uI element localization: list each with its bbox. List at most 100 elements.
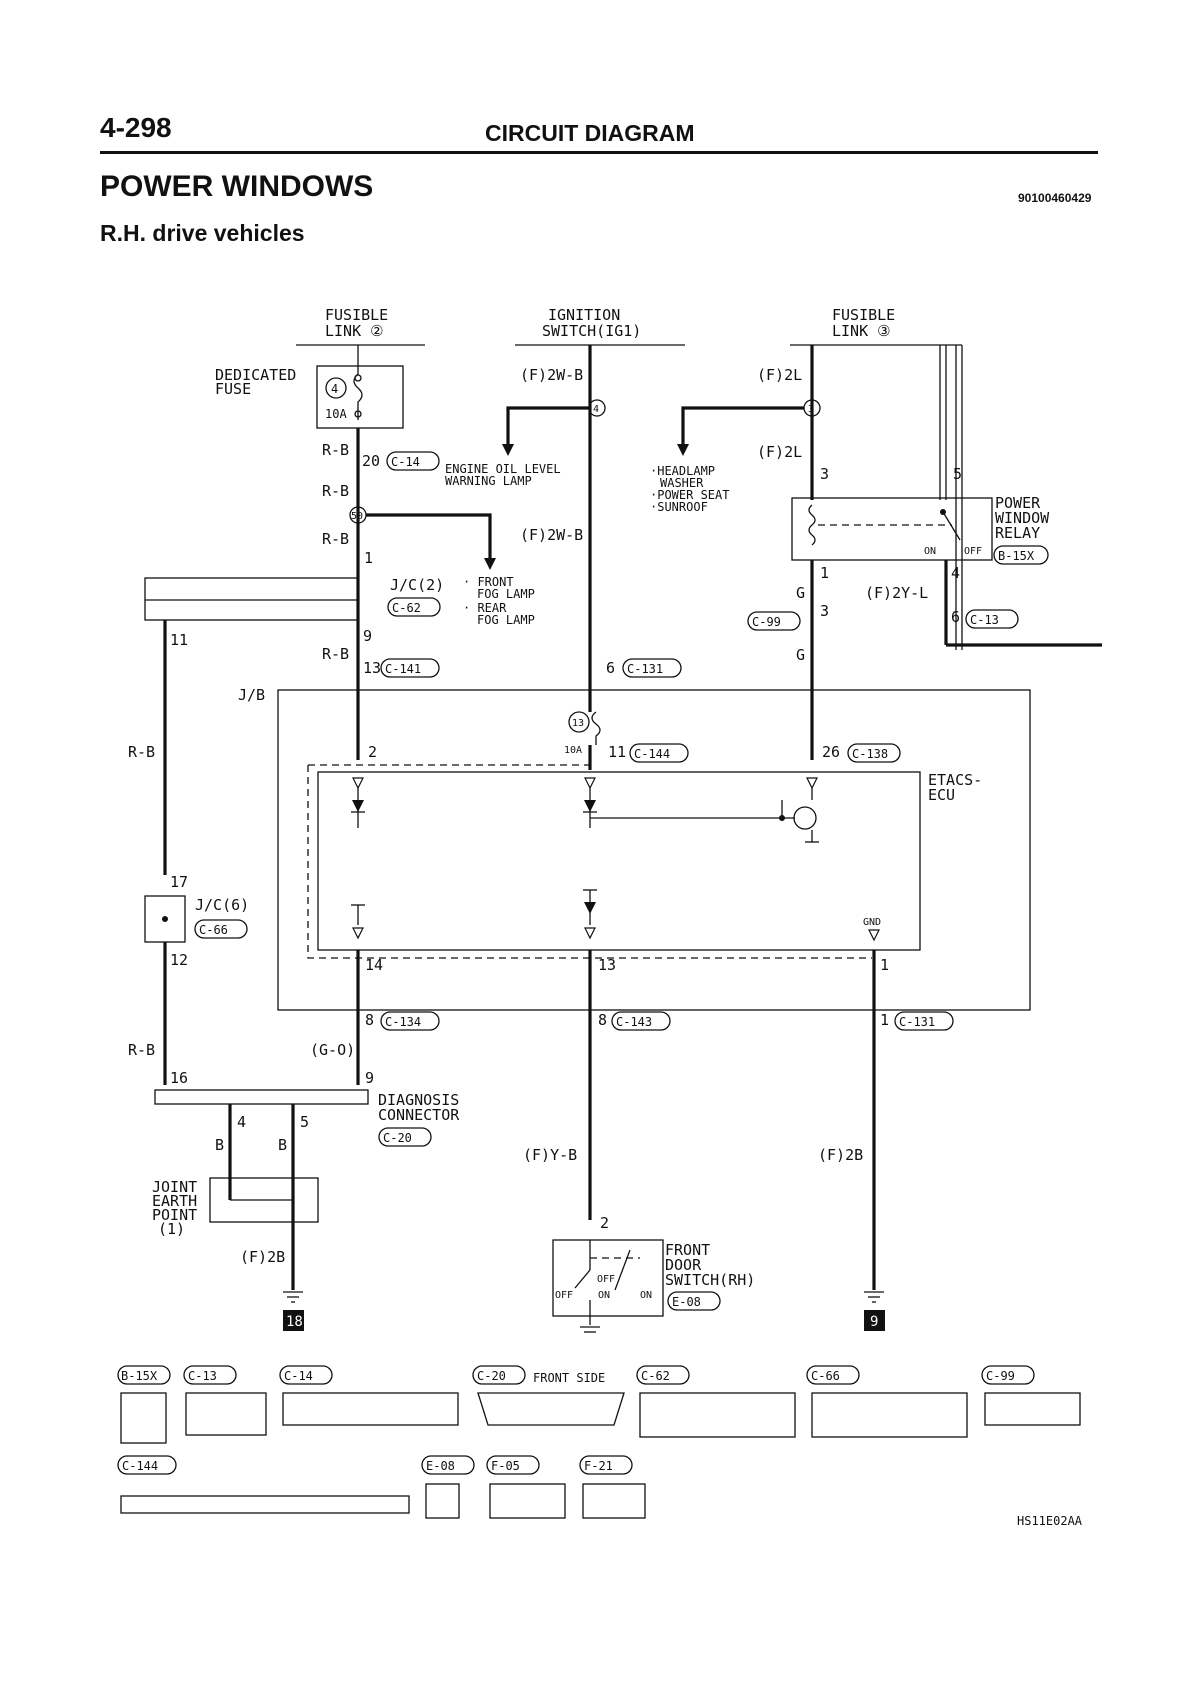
svg-text:13: 13 [598,956,616,974]
svg-text:J/C(2): J/C(2) [390,576,444,594]
svg-text:C-62: C-62 [641,1369,670,1383]
svg-text:10A: 10A [325,407,347,421]
svg-text:50: 50 [351,511,363,522]
svg-text:B-15X: B-15X [998,549,1035,563]
etacs-ecu: ETACS- ECU GN [307,764,982,959]
svg-text:·SUNROOF: ·SUNROOF [650,500,708,514]
svg-text:E-08: E-08 [672,1295,701,1309]
svg-text:(F)2W-B: (F)2W-B [520,366,583,384]
svg-text:9: 9 [365,1069,374,1087]
svg-text:C-131: C-131 [899,1015,935,1029]
svg-text:4: 4 [237,1113,246,1131]
svg-text:C-20: C-20 [383,1131,412,1145]
svg-text:8: 8 [598,1011,607,1029]
svg-text:C-99: C-99 [752,615,781,629]
svg-text:C-141: C-141 [385,662,421,676]
svg-text:C-62: C-62 [392,601,421,615]
svg-text:POINT: POINT [152,1206,197,1224]
svg-text:6: 6 [606,659,615,677]
svg-text:FUSIBLE: FUSIBLE [832,306,895,324]
fusible-link-3: FUSIBLE LINK ③ [790,306,962,346]
svg-text:R-B: R-B [322,645,349,663]
svg-text:R-B: R-B [128,743,155,761]
svg-text:4: 4 [331,382,338,396]
wire-engine-oil-branch [506,406,590,446]
svg-text:4: 4 [593,404,599,415]
svg-text:(F)2B: (F)2B [818,1146,863,1164]
svg-text:FUSIBLE: FUSIBLE [325,306,388,324]
svg-text:C-144: C-144 [634,747,670,761]
svg-text:1: 1 [820,564,829,582]
svg-text:SWITCH(IG1): SWITCH(IG1) [542,322,641,340]
svg-text:OFF: OFF [555,1290,573,1301]
svg-text:9: 9 [363,627,372,645]
diagnosis-connector: 4 5 B B DIAGNOSIS CONNECTOR C-20 [154,1089,460,1290]
svg-text:SWITCH(RH): SWITCH(RH) [665,1271,755,1289]
svg-text:B-15X: B-15X [121,1369,158,1383]
svg-text:F-21: F-21 [584,1459,613,1473]
svg-text:5: 5 [953,465,962,483]
svg-text:·POWER SEAT: ·POWER SEAT [650,488,729,502]
svg-text:3: 3 [820,602,829,620]
svg-text:POWER: POWER [995,494,1041,512]
svg-text:(F)2L: (F)2L [757,443,802,461]
svg-text:16: 16 [170,1069,188,1087]
svg-text:FOG LAMP: FOG LAMP [477,587,535,601]
junction-connector-6: J/C(6) C-66 [144,895,249,943]
svg-text:FRONT SIDE: FRONT SIDE [533,1371,605,1385]
svg-text:DOOR: DOOR [665,1256,702,1274]
document-code: 90100460429 [1018,191,1092,205]
svg-text:C-13: C-13 [970,613,999,627]
svg-text:B: B [215,1136,224,1154]
svg-text:9: 9 [870,1314,878,1330]
svg-text:(1): (1) [158,1220,185,1238]
svg-text:OFF: OFF [964,546,982,557]
svg-text:DIAGNOSIS: DIAGNOSIS [378,1091,459,1109]
svg-text:C-143: C-143 [616,1015,652,1029]
svg-text:R-B: R-B [322,441,349,459]
svg-text:1: 1 [880,956,889,974]
svg-text:JOINT: JOINT [152,1178,197,1196]
page-number: 4-298 [100,112,172,143]
connector-key: B-15X C-13 C-14 C-20 FRONT SIDE C-62 C-6… [117,1365,1081,1519]
svg-text:14: 14 [365,956,383,974]
svg-text:18: 18 [286,1314,303,1330]
svg-text:·HEADLAMP: ·HEADLAMP [650,464,715,478]
svg-text:ON: ON [598,1290,610,1301]
junction-block: J/B [238,686,1031,1011]
svg-text:· REAR: · REAR [463,601,507,615]
svg-text:(F)2Y-L: (F)2Y-L [865,584,928,602]
sub-title: R.H. drive vehicles [100,220,305,246]
svg-text:FOG LAMP: FOG LAMP [477,613,535,627]
svg-text:2: 2 [368,743,377,761]
svg-text:5: 5 [300,1113,309,1131]
svg-text:C-66: C-66 [811,1369,840,1383]
svg-text:13: 13 [572,718,584,729]
figure-code: HS11E02AA [1017,1514,1083,1528]
svg-text:J/B: J/B [238,686,265,704]
svg-text:(F)Y-B: (F)Y-B [523,1146,577,1164]
svg-text:12: 12 [170,951,188,969]
svg-text:C-134: C-134 [385,1015,421,1029]
svg-text:26: 26 [822,743,840,761]
svg-text:C-66: C-66 [199,923,228,937]
svg-text:4: 4 [951,564,960,582]
svg-text:G: G [796,646,805,664]
svg-text:(F)2L: (F)2L [757,366,802,384]
svg-text:J/C(6): J/C(6) [195,896,249,914]
svg-text:C-14: C-14 [391,455,420,469]
svg-text:3: 3 [820,465,829,483]
dedicated-fuse: DEDICATED FUSE 4 10A [215,345,404,429]
earth-symbol-right: 9 [864,1291,885,1331]
svg-text:C-99: C-99 [986,1369,1015,1383]
svg-text:C-20: C-20 [477,1369,506,1383]
svg-text:· FRONT: · FRONT [463,575,514,589]
svg-text:1: 1 [880,1011,889,1029]
svg-text:C-138: C-138 [852,747,888,761]
svg-text:ETACS-: ETACS- [928,771,982,789]
svg-text:6: 6 [951,608,960,626]
svg-text:C-14: C-14 [284,1369,313,1383]
svg-text:LINK ②: LINK ② [325,322,384,340]
svg-text:13: 13 [363,659,381,677]
earth-symbol-left: 18 [283,1291,304,1331]
